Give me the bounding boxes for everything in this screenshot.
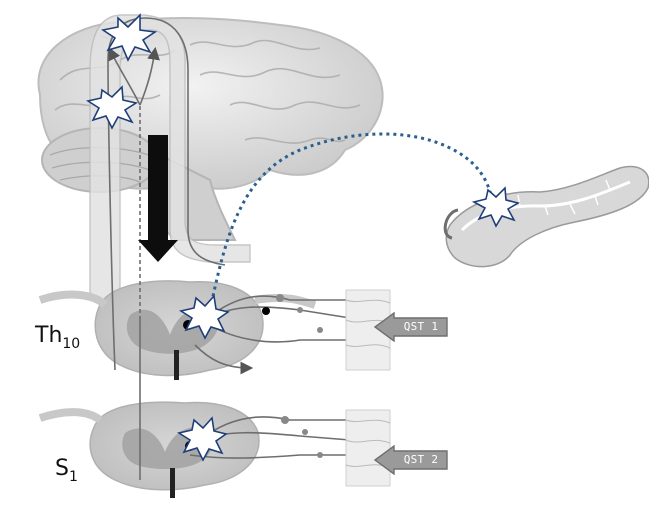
level-label-s1: S1 xyxy=(55,458,78,484)
qst2-arrow: QST 2 xyxy=(374,445,448,475)
level-label-th10-sub: 10 xyxy=(62,336,80,352)
level-label-s1-base: S xyxy=(55,456,69,481)
qst1-label: QST 1 xyxy=(396,312,446,342)
qst2-label: QST 2 xyxy=(396,445,446,475)
level-label-th10: Th10 xyxy=(35,325,80,351)
pancreas-illustration xyxy=(445,167,649,267)
neuron-dot-th10 xyxy=(262,307,270,315)
qst1-arrow: QST 1 xyxy=(374,312,448,342)
spinal-cord-th10 xyxy=(40,281,315,380)
level-label-s1-sub: 1 xyxy=(69,469,78,485)
dorsal-root-ganglia xyxy=(276,294,323,458)
level-label-th10-base: Th xyxy=(35,323,62,348)
